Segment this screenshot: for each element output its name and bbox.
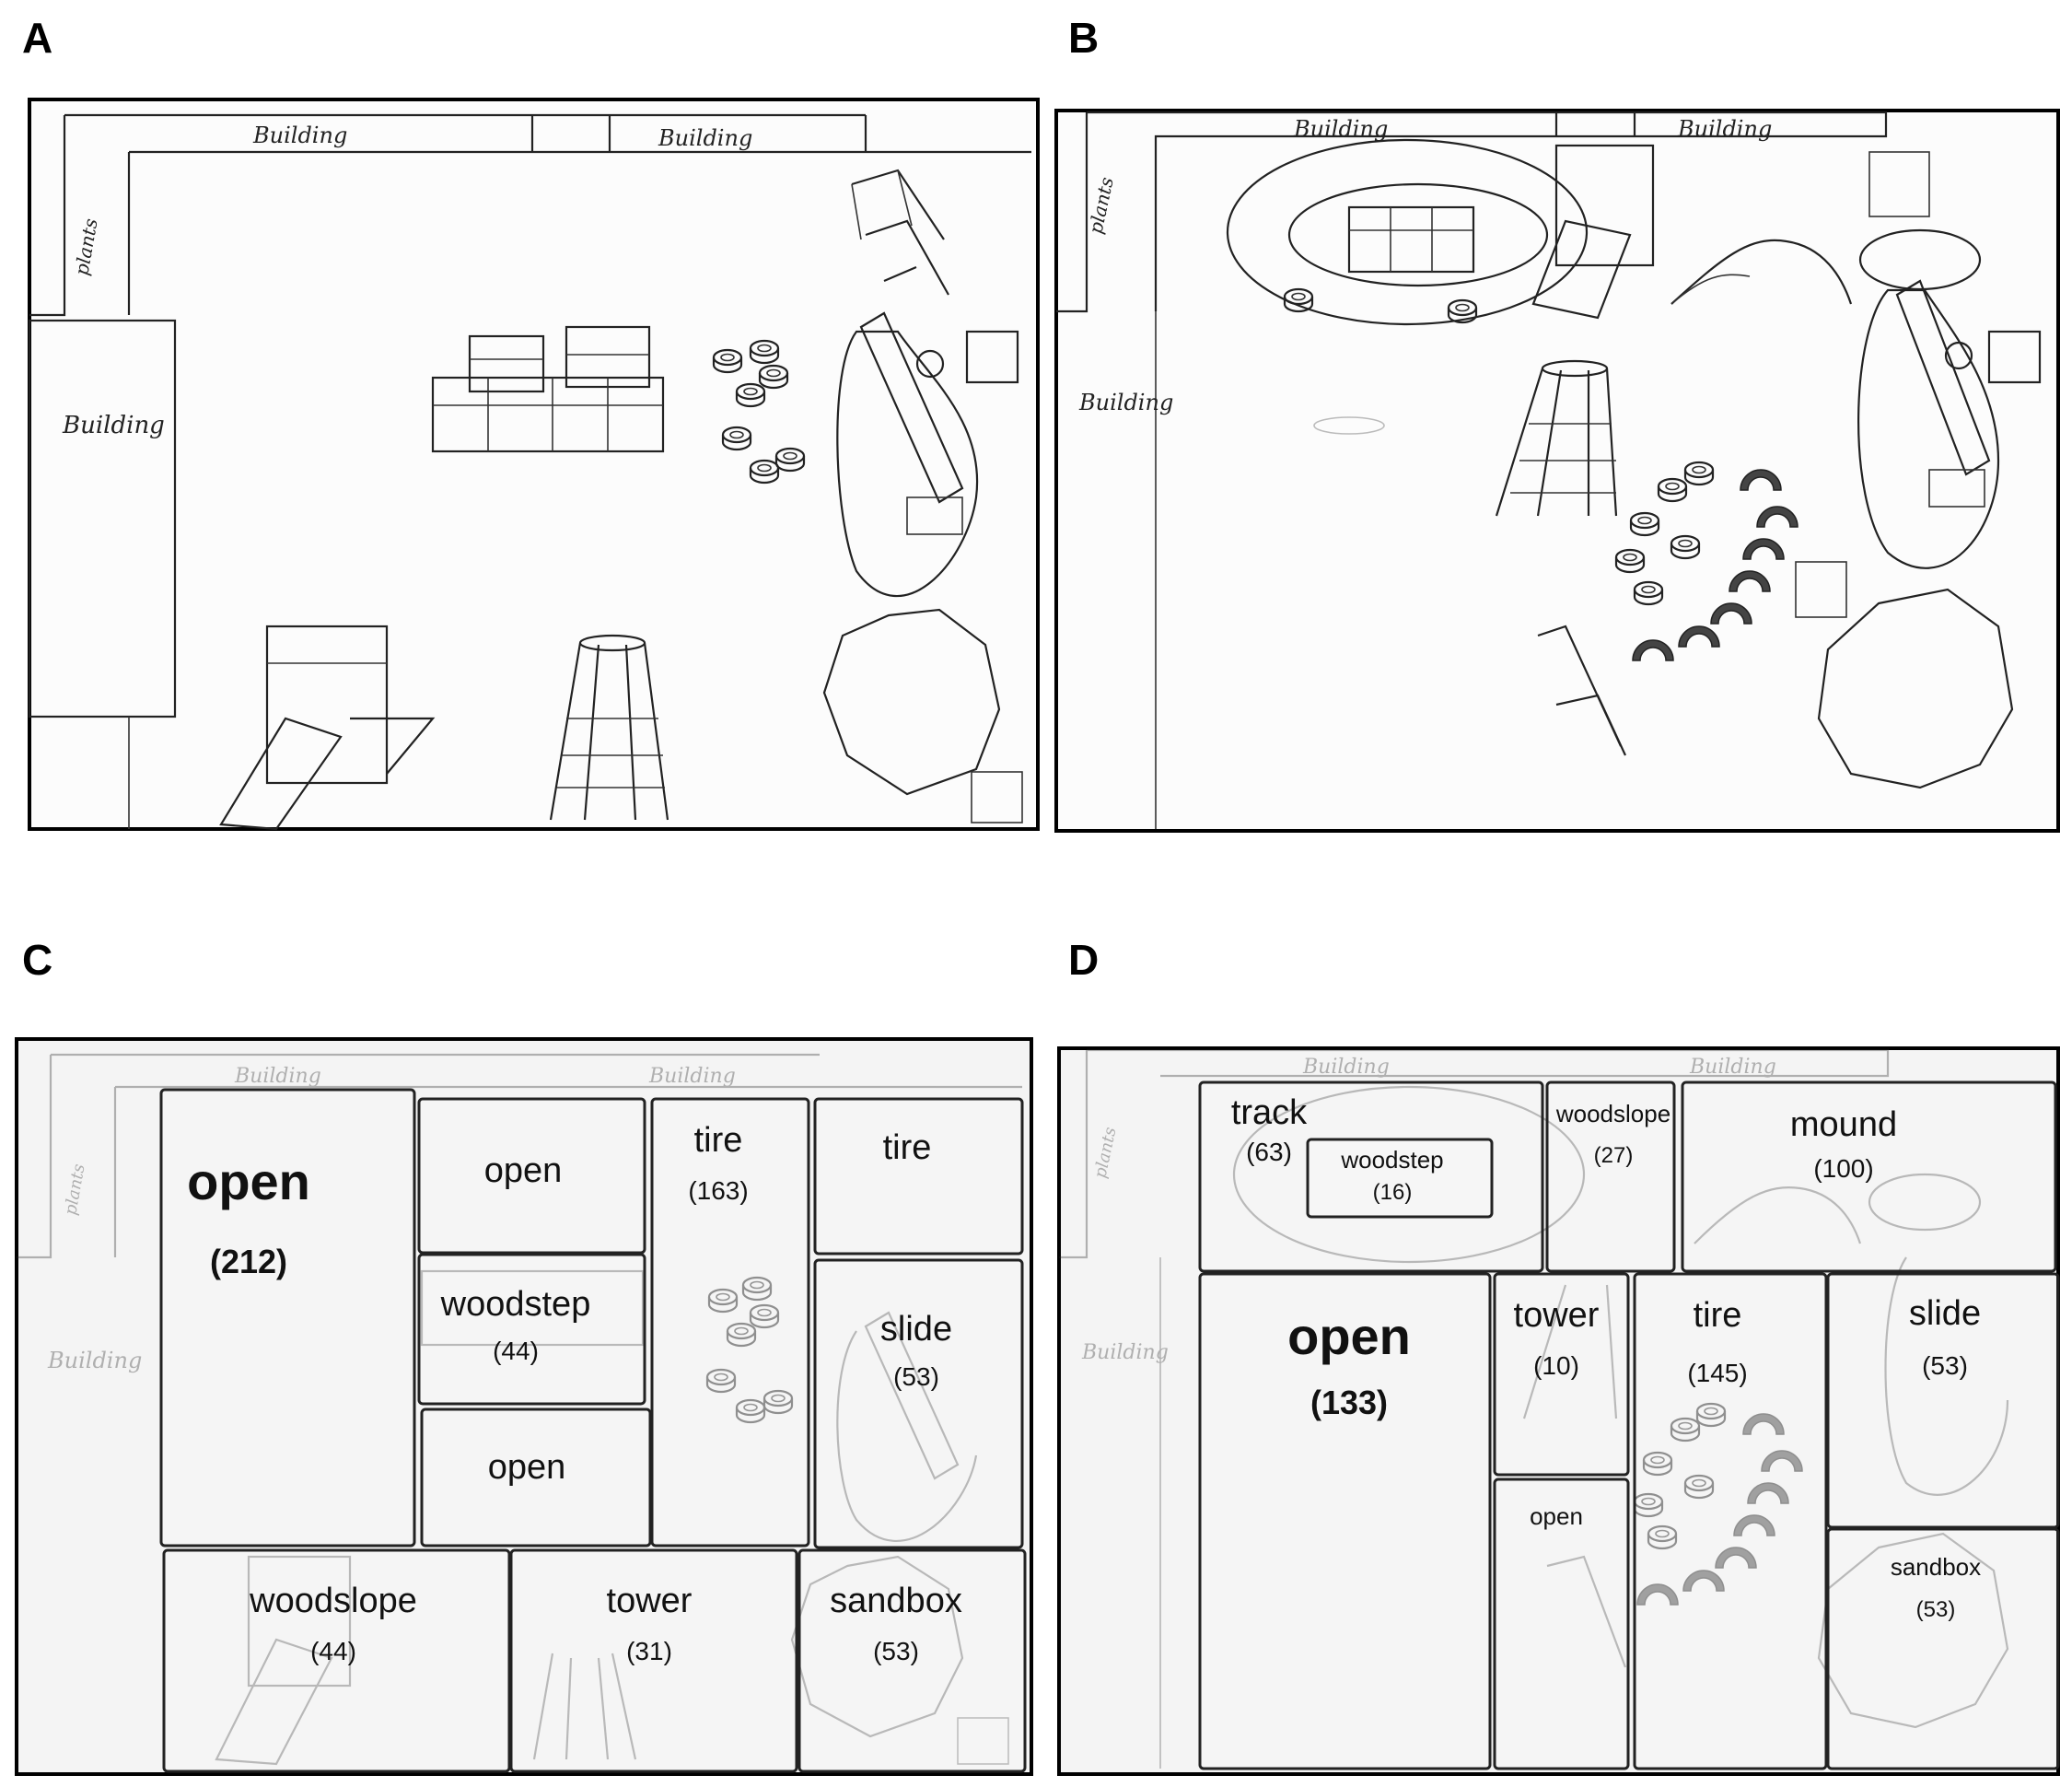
zone-c-woodstep (417, 1253, 646, 1406)
zone-d-track (1198, 1080, 1544, 1273)
panel-label-c: C (22, 936, 53, 984)
zone-d-tower (1493, 1272, 1630, 1477)
tower-sketch (549, 634, 669, 821)
building-label: Building (658, 125, 752, 151)
slide-sketch (1795, 279, 2042, 618)
zone-name-d-open-133: open (1287, 1307, 1411, 1365)
building-label: Building (1293, 116, 1388, 142)
zone-d-sandbox (1826, 1527, 2060, 1770)
building-label: Building (1677, 116, 1772, 142)
woodslope-sketch (219, 625, 436, 831)
zone-name-c-woodslope: woodslope (249, 1582, 417, 1620)
zone-count-c-tower: (31) (626, 1637, 672, 1665)
zone-count-d-tire: (145) (1687, 1359, 1747, 1387)
aframe-sketch (1537, 625, 1626, 756)
zone-name-d-woodslope: woodslope (1555, 1100, 1670, 1127)
zone-c-sandbox (797, 1548, 1027, 1773)
sandbox-sketch (822, 608, 1001, 796)
zone-d-woodslope (1545, 1080, 1676, 1273)
zone-name-d-mound: mound (1790, 1105, 1897, 1144)
zone-count-c-sandbox: (53) (873, 1637, 919, 1665)
panel-b-sketch: Building Building Building plants (1054, 109, 2060, 833)
panel-d-background-sketch: Building Building Building plants (1059, 1048, 2009, 1769)
zone-count-d-sandbox: (53) (1916, 1597, 1956, 1622)
track-sketch (1226, 138, 1589, 326)
zone-count-d-open-133: (133) (1310, 1384, 1388, 1421)
zone-c-tire-top (813, 1097, 1024, 1256)
panel-d-map: Building Building Building plants (1057, 1046, 2060, 1776)
zone-name-d-sandbox: sandbox (1891, 1553, 1981, 1581)
panel-c-background-sketch: Building Building Building plants (17, 1053, 1022, 1766)
building-label: Building (234, 1065, 321, 1088)
zone-count-d-woodslope: (27) (1594, 1143, 1634, 1168)
building-label: Building (62, 412, 165, 439)
panel-a-frame (28, 98, 1040, 831)
zone-name-c-open-mid: open (488, 1448, 566, 1487)
zone-name-d-tower: tower (1514, 1296, 1600, 1335)
zone-d-open-133 (1198, 1272, 1492, 1770)
zone-name-c-slide: slide (880, 1310, 952, 1349)
zone-count-d-slide: (53) (1922, 1351, 1968, 1380)
zone-count-c-slide: (53) (893, 1362, 939, 1391)
zone-count-c-open-212: (212) (210, 1243, 287, 1280)
zone-name-c-tire-163: tire (694, 1121, 743, 1160)
zone-name-d-woodstep: woodstep (1340, 1146, 1443, 1174)
panel-c-map: Building Building Building plants open (2… (15, 1037, 1033, 1776)
woodstep-sketch (431, 325, 665, 453)
zone-d-open-small (1493, 1477, 1630, 1770)
slide-sketch (836, 311, 1019, 598)
zone-d-mound (1681, 1080, 2057, 1273)
zone-name-c-tire-top: tire (883, 1128, 932, 1167)
zone-c-open-212 (159, 1088, 416, 1548)
panel-a-sketch: Building Building Building plants (28, 98, 1040, 831)
zone-name-c-tower: tower (607, 1582, 693, 1620)
zone-c-tire-163 (650, 1097, 810, 1548)
zone-c-slide (813, 1258, 1024, 1549)
zone-name-c-woodstep: woodstep (440, 1285, 591, 1324)
zone-count-c-woodslope: (44) (310, 1637, 356, 1665)
zone-count-d-woodstep: (16) (1373, 1180, 1413, 1205)
tower-sketch (1495, 359, 1618, 517)
zone-count-c-woodstep: (44) (493, 1337, 539, 1365)
zone-name-c-sandbox: sandbox (830, 1582, 962, 1620)
zone-name-d-tire: tire (1694, 1296, 1742, 1335)
zone-c-open-mid (420, 1407, 652, 1548)
building-label: Building (648, 1065, 736, 1088)
building-label: Building (47, 1348, 142, 1373)
zone-count-c-tire-163: (163) (688, 1176, 748, 1205)
building-label: Building (1302, 1056, 1390, 1079)
panel-label-a: A (22, 14, 53, 62)
aframe-sketch (851, 169, 949, 296)
building-label: Building (1081, 1341, 1169, 1364)
panel-c-frame (15, 1037, 1033, 1776)
panel-label-b: B (1068, 14, 1100, 62)
zone-name-c-open-212: open (187, 1152, 310, 1210)
zone-c-open-top (417, 1097, 646, 1255)
panel-label-d: D (1068, 936, 1100, 984)
building-label: Building (252, 123, 347, 148)
zone-d-woodstep (1306, 1138, 1494, 1219)
woodslope-sketch (1531, 144, 1655, 320)
zone-count-d-tower: (10) (1533, 1351, 1579, 1380)
zone-count-d-mound: (100) (1813, 1154, 1873, 1183)
sandbox-sketch (1817, 588, 2014, 789)
bench-sketch (971, 771, 1023, 823)
zone-c-woodslope (162, 1548, 511, 1773)
zone-name-c-open-top: open (484, 1151, 563, 1190)
zone-name-d-track: track (1231, 1093, 1308, 1132)
zone-c-tower (509, 1548, 798, 1773)
building-label: Building (1078, 390, 1173, 415)
building-label: Building (1689, 1056, 1776, 1079)
zone-d-tire (1633, 1272, 1828, 1770)
zone-name-d-slide: slide (1909, 1294, 1981, 1333)
zone-count-d-track: (63) (1246, 1138, 1292, 1166)
zone-d-slide (1826, 1272, 2060, 1529)
zone-name-d-open-small: open (1530, 1502, 1583, 1530)
panel-d-frame (1057, 1046, 2060, 1776)
